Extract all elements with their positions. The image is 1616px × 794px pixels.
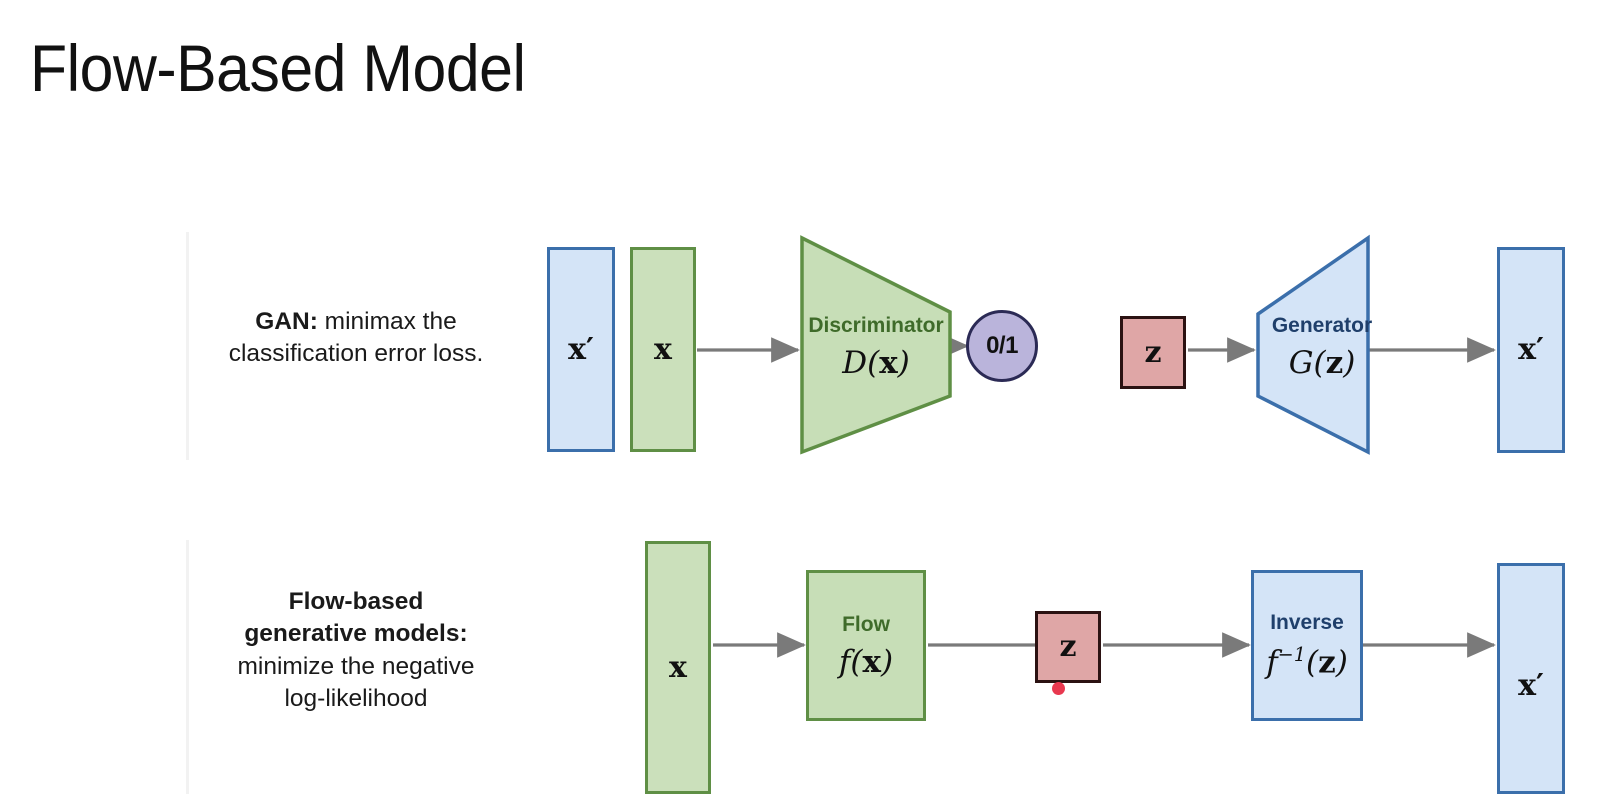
row-divider-gan bbox=[186, 232, 189, 460]
caption-flow-bold-line1: Flow-based bbox=[288, 588, 424, 615]
page-title: Flow-Based Model bbox=[30, 31, 526, 105]
generator-formula-fn: G bbox=[1288, 345, 1314, 381]
generator-formula-arg: z bbox=[1325, 345, 1344, 381]
discriminator-trapezoid-icon bbox=[800, 235, 952, 455]
flow-formula-fn: f bbox=[838, 643, 851, 680]
row-flow bbox=[186, 540, 1606, 794]
flow-x-input-bar[interactable]: x bbox=[645, 541, 711, 794]
flow-x-input-label: x bbox=[669, 649, 687, 685]
discriminator-shape[interactable]: Discriminator D(x) bbox=[798, 234, 954, 456]
flow-x-prime-output-label: x′ bbox=[1518, 667, 1544, 703]
caption-gan: GAN: minimax the classification error lo… bbox=[196, 306, 516, 371]
discriminator-formula-fn: D bbox=[842, 345, 868, 381]
flow-formula: f(x) bbox=[838, 643, 894, 680]
flow-title: Flow bbox=[842, 612, 890, 636]
caption-flow: Flow-based generative models: minimize t… bbox=[196, 586, 516, 715]
gan-x-prime-right-label: x′ bbox=[1518, 332, 1544, 367]
generator-title: Generator bbox=[1271, 314, 1373, 337]
flow-box[interactable]: Flow f(x) bbox=[806, 570, 926, 721]
row-gan bbox=[186, 232, 1606, 460]
gan-x-input-label: x bbox=[654, 331, 672, 367]
gan-z-box[interactable]: z bbox=[1120, 316, 1186, 389]
inverse-title: Inverse bbox=[1270, 611, 1344, 635]
discriminator-formula-arg: x bbox=[879, 345, 898, 381]
flow-x-prime-output-bar[interactable]: x′ bbox=[1497, 563, 1565, 794]
generator-shape[interactable]: Generator G(z) bbox=[1252, 234, 1372, 456]
gan-x-prime-right-bar[interactable]: x′ bbox=[1497, 247, 1565, 453]
row-divider-flow bbox=[186, 540, 189, 794]
gan-x-input-bar[interactable]: x bbox=[630, 247, 696, 452]
caption-flow-bold-line2: generative models: bbox=[244, 620, 468, 648]
generator-trapezoid-icon bbox=[1256, 234, 1370, 455]
inverse-box[interactable]: Inverse f−1(z) bbox=[1251, 570, 1363, 721]
gan-x-prime-left-bar[interactable]: x′ bbox=[547, 247, 615, 452]
flow-z-box[interactable]: z bbox=[1035, 611, 1101, 683]
generator-formula: G(z) bbox=[1288, 345, 1356, 381]
caption-flow-rest-line2: log-likelihood bbox=[284, 684, 428, 712]
caption-flow-rest-line1: minimize the negative bbox=[237, 652, 475, 680]
gan-output-label: 0/1 bbox=[986, 332, 1018, 359]
discriminator-formula: D(x) bbox=[842, 345, 910, 381]
inverse-formula-arg: z bbox=[1318, 644, 1336, 681]
inverse-formula-fn: f bbox=[1266, 644, 1278, 681]
gan-x-prime-left-label: x′ bbox=[568, 331, 594, 367]
red-dot-annotation-icon bbox=[1052, 682, 1065, 695]
gan-output-circle[interactable]: 0/1 bbox=[966, 310, 1038, 382]
gan-z-label: z bbox=[1144, 334, 1162, 370]
inverse-formula: f−1(z) bbox=[1266, 643, 1348, 681]
caption-gan-rest: minimax the classification error loss. bbox=[228, 308, 484, 368]
discriminator-title: Discriminator bbox=[808, 314, 944, 337]
caption-gan-bold: GAN: bbox=[255, 308, 318, 335]
flow-z-label: z bbox=[1059, 629, 1077, 664]
flow-formula-arg: x bbox=[862, 643, 881, 680]
inverse-formula-exp: −1 bbox=[1277, 643, 1306, 667]
